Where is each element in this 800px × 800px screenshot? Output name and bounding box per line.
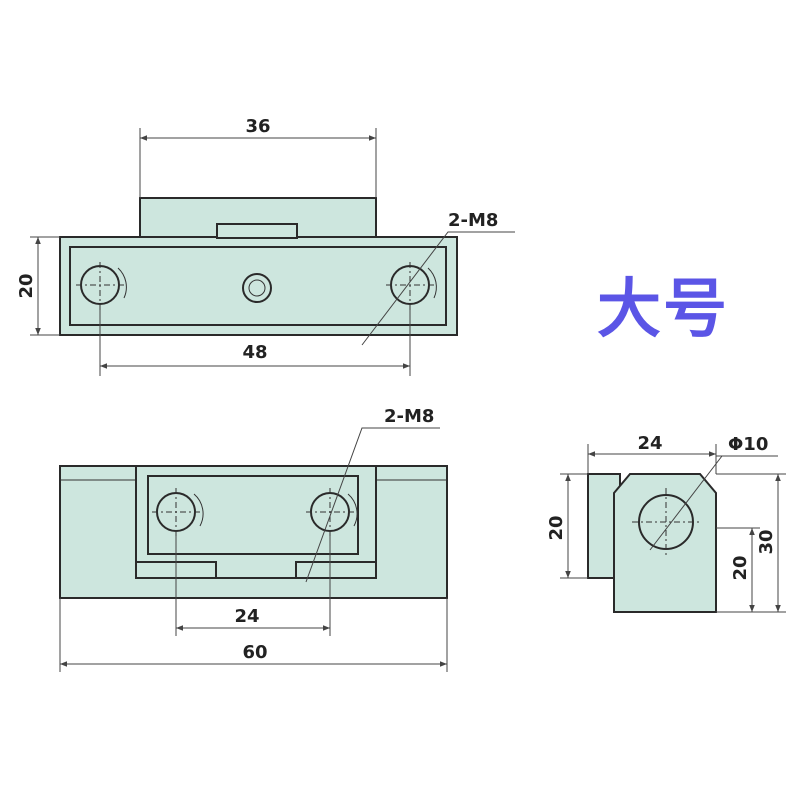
- side-dim-left-extensions: [560, 473, 588, 579]
- top-dim-20-extensions: [30, 236, 60, 336]
- side-dim-overall-extensions: [716, 473, 786, 613]
- side-dim-24-text: 24: [637, 433, 662, 454]
- top-dim-36-text: 36: [245, 116, 270, 137]
- top-view-hole-arc-left: [117, 267, 127, 299]
- side-view: 24 Φ10 20 20 30: [546, 433, 786, 613]
- top-view-center-lines: [76, 262, 436, 310]
- front-dim-60-text: 60: [242, 642, 267, 663]
- front-view-hole-arc-left: [193, 493, 204, 527]
- front-thread-leader: [305, 427, 440, 583]
- side-view-center-lines: [632, 488, 700, 556]
- top-thread-callout: 2-M8: [448, 210, 498, 231]
- side-dim-left-text: 20: [546, 515, 567, 540]
- front-dim-24-text: 24: [234, 606, 259, 627]
- front-view-foot-right: [295, 561, 377, 579]
- side-dim-diameter-text: Φ10: [728, 434, 768, 455]
- side-dim-24-extensions: [587, 444, 717, 474]
- front-dim-60-extensions: [59, 598, 448, 672]
- top-view-center-boss-inner: [248, 279, 266, 297]
- top-dim-48-text: 48: [242, 342, 267, 363]
- side-dim-right-text: 20: [730, 555, 751, 580]
- front-view: 2-M8 24 60: [59, 406, 448, 672]
- front-dim-24-extensions: [175, 536, 331, 636]
- side-dim-overall-text: 30: [756, 529, 777, 554]
- size-label: 大号: [597, 273, 729, 347]
- front-view-center-lines: [152, 488, 356, 536]
- top-view-center-boss: [242, 273, 272, 303]
- front-thread-callout: 2-M8: [384, 406, 434, 427]
- top-view-tab: [216, 223, 298, 239]
- top-thread-leader: [361, 231, 515, 346]
- top-dim-20-text: 20: [16, 273, 37, 298]
- front-view-hole-arc-right: [347, 493, 358, 527]
- top-view-hole-arc-right: [427, 267, 437, 299]
- side-view-hole-leader: [649, 455, 723, 551]
- top-view: 36 20 48 2-M8: [16, 116, 515, 376]
